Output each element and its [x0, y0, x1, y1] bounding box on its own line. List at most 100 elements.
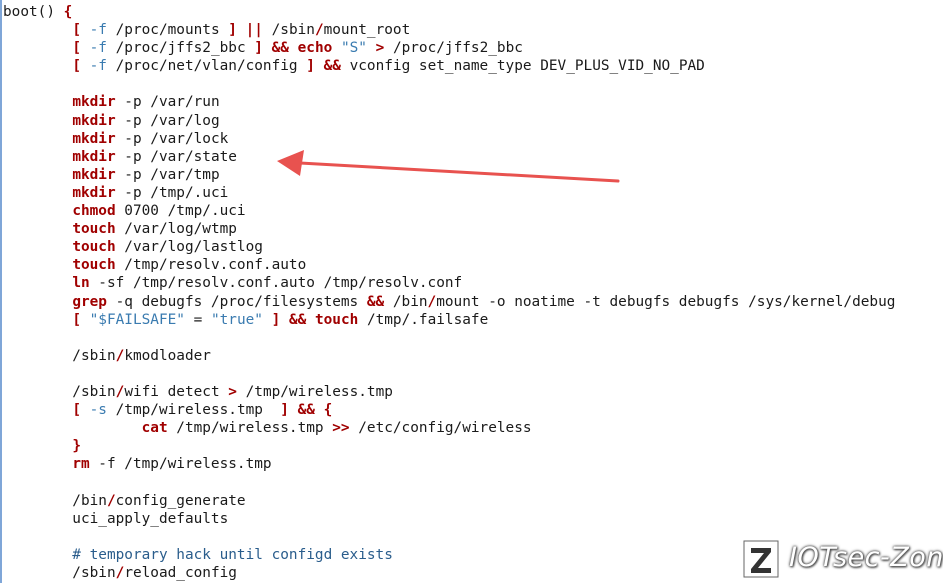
- code-line: cat /tmp/wireless.tmp >> /etc/config/wir…: [3, 419, 895, 437]
- code-token: /: [314, 22, 324, 39]
- code-token: /proc/net/vlan/config: [106, 58, 307, 75]
- code-token: mkdir: [72, 112, 116, 129]
- code-line: chmod 0700 /tmp/.uci: [3, 202, 895, 220]
- code-token: /sbin: [3, 564, 116, 581]
- code-token: ln: [72, 275, 90, 292]
- code-line: [ "$FAILSAFE" = "true" ] && touch /tmp/.…: [3, 311, 895, 329]
- code-token: [3, 203, 72, 219]
- code-token: touch: [72, 221, 116, 238]
- code-token: }: [72, 438, 81, 455]
- code-line: mkdir -p /var/run: [3, 93, 895, 111]
- code-token: /bin: [384, 293, 428, 310]
- code-line: mkdir -p /var/lock: [3, 130, 895, 148]
- code-token: reload_config: [124, 564, 237, 581]
- code-token: [3, 94, 72, 110]
- code-token: /var/log/lastlog: [115, 239, 263, 256]
- code-token: [306, 312, 315, 328]
- code-token: /: [115, 383, 125, 400]
- code-token: &&: [323, 58, 341, 75]
- code-line: /sbin/wifi detect > /tmp/wireless.tmp: [3, 383, 895, 401]
- code-line: [3, 365, 895, 383]
- code-token: /proc/jffs2_bbc: [384, 40, 523, 57]
- code-token: -p /var/tmp: [115, 166, 220, 183]
- code-line: touch /tmp/resolv.conf.auto: [3, 256, 895, 274]
- code-token: [: [72, 40, 81, 57]
- code-line: mkdir -p /var/tmp: [3, 166, 895, 184]
- code-token: 0700 /tmp/.uci: [115, 203, 246, 220]
- code-token: mount_root: [323, 22, 411, 39]
- code-token: -f: [80, 40, 107, 57]
- code-token: /bin: [3, 492, 107, 509]
- code-token: /proc/mounts: [106, 22, 229, 39]
- code-token: [3, 402, 72, 418]
- code-token: [3, 58, 72, 74]
- code-token: /: [106, 492, 116, 509]
- code-token: [3, 40, 72, 56]
- code-token: /sbin: [3, 347, 116, 364]
- code-token: -p /var/state: [115, 148, 237, 165]
- code-token: >: [375, 40, 385, 57]
- code-token: ||: [245, 22, 263, 39]
- code-token: ]: [228, 22, 237, 39]
- code-token: [3, 294, 72, 310]
- code-token: "true": [210, 311, 263, 328]
- code-token: -p /var/run: [115, 94, 220, 111]
- code-token: touch: [72, 257, 116, 274]
- code-token: -f /tmp/wireless.tmp: [89, 456, 272, 473]
- code-token: [3, 275, 72, 291]
- code-token: "$FAILSAFE": [80, 311, 185, 328]
- code-token: [3, 456, 72, 472]
- code-token: [: [72, 58, 81, 75]
- code-token: [: [72, 311, 81, 328]
- code-token: [3, 113, 72, 129]
- code-token: echo: [297, 40, 333, 57]
- code-token: [289, 40, 298, 56]
- code-token: /: [427, 293, 437, 310]
- code-token: # temporary hack until configd exists: [3, 546, 393, 563]
- code-token: {: [63, 4, 73, 20]
- code-token: -s: [80, 402, 107, 419]
- code-token: &&: [288, 311, 307, 328]
- code-token: [237, 22, 246, 38]
- code-token: /tmp/wireless.tmp: [106, 402, 281, 419]
- iotsec-zone-logo: [743, 540, 779, 578]
- code-line: ln -sf /tmp/resolv.conf.auto /tmp/resolv…: [3, 274, 895, 292]
- code-token: mkdir: [72, 166, 116, 183]
- code-token: [3, 149, 72, 165]
- code-token: {: [323, 402, 333, 419]
- code-token: rm: [72, 456, 90, 473]
- code-token: [3, 420, 142, 436]
- code-token: grep: [72, 293, 107, 310]
- code-token: /: [115, 347, 125, 364]
- watermark-text: IOTsec-Zone: [789, 542, 943, 573]
- code-token: "S": [332, 40, 367, 57]
- code-line: /bin/config_generate: [3, 492, 895, 510]
- code-line: rm -f /tmp/wireless.tmp: [3, 455, 895, 473]
- code-line: [3, 329, 895, 347]
- code-token: cat: [141, 420, 168, 437]
- code-token: &&: [271, 40, 289, 57]
- code-token: boot(): [3, 4, 64, 20]
- code-line: [ -f /proc/mounts ] || /sbin/mount_root: [3, 21, 895, 39]
- code-token: [3, 257, 72, 273]
- code-token: [3, 438, 72, 454]
- code-token: ]: [280, 402, 289, 419]
- code-token: -f: [80, 58, 107, 75]
- code-token: [263, 40, 272, 56]
- code-line: touch /var/log/wtmp: [3, 220, 895, 238]
- code-token: &&: [366, 293, 385, 310]
- code-token: [280, 312, 289, 328]
- watermark: IOTsec-Zone: [743, 540, 943, 580]
- code-line: [3, 75, 895, 93]
- code-token: [3, 239, 72, 255]
- code-line: [3, 473, 895, 491]
- code-token: [: [72, 22, 81, 39]
- code-token: mkdir: [72, 184, 116, 201]
- code-token: [3, 221, 72, 237]
- code-token: -p /tmp/.uci: [115, 184, 229, 201]
- code-token: -f: [80, 22, 107, 39]
- code-token: >>: [332, 420, 350, 437]
- code-line: grep -q debugfs /proc/filesystems && /bi…: [3, 293, 895, 311]
- code-line: boot() {: [3, 3, 895, 21]
